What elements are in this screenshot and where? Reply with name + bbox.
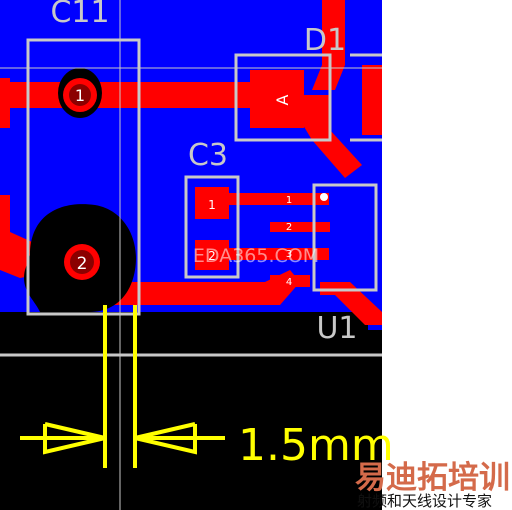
c11-pad-1[interactable]: 1 (63, 78, 97, 112)
c11-outline[interactable] (26, 38, 141, 316)
c3-pad2-label: 2 (208, 249, 216, 263)
silkscreen-layer (26, 38, 378, 316)
trace-u1-pin3[interactable] (229, 248, 329, 260)
trace-top[interactable] (0, 82, 250, 108)
c11-pad2-hole (70, 250, 94, 274)
left-pad-upper[interactable] (0, 78, 10, 128)
u1-outline[interactable] (312, 183, 378, 292)
u1-pin1-marker (320, 193, 328, 201)
d1-outline[interactable] (234, 53, 332, 142)
c3-refdes[interactable]: C3 (188, 138, 228, 173)
u1-pin-label-4: 4 (286, 277, 292, 288)
copper-layer (0, 0, 382, 325)
c11-refdes[interactable]: C11 (50, 0, 109, 30)
left-pad-lower[interactable] (0, 195, 10, 250)
trace-u1-pin2[interactable] (270, 222, 330, 232)
c11-pad1-hole (69, 84, 91, 106)
dimension-arrow-right (134, 422, 197, 455)
c11-pad1-number: 1 (75, 86, 85, 105)
dimension-annotation[interactable] (20, 305, 225, 468)
u1-pin-label-1: 1 (286, 195, 292, 206)
c3-pad-2[interactable] (195, 240, 229, 270)
c11-pad-2[interactable]: 2 (64, 244, 100, 280)
c3-pad-1[interactable] (195, 187, 229, 219)
dimension-value: 1.5mm (238, 420, 394, 471)
logo-subtitle: 射频和天线设计专家 (357, 492, 492, 510)
c11-pad2-number: 2 (77, 254, 88, 274)
dimension-arrow-left (43, 422, 106, 455)
watermark: EDA365.COM (193, 245, 319, 267)
d1-cathode-pad[interactable] (362, 65, 382, 135)
d1-anode-label: A (273, 94, 292, 105)
d1-anode-pad[interactable] (250, 70, 304, 128)
u1-refdes[interactable]: U1 (316, 311, 357, 346)
trace-u1-pin1[interactable] (229, 193, 329, 205)
d1-refdes[interactable]: D1 (304, 23, 346, 58)
trace-right-bottom[interactable] (320, 282, 382, 325)
c3-outline[interactable] (184, 175, 240, 279)
c3-pad1-label: 1 (208, 198, 216, 212)
logo-title: 易迪拓培训 (355, 460, 510, 496)
u1-pin-label-2: 2 (286, 222, 292, 233)
u1-pin-label-3: 3 (286, 249, 292, 260)
